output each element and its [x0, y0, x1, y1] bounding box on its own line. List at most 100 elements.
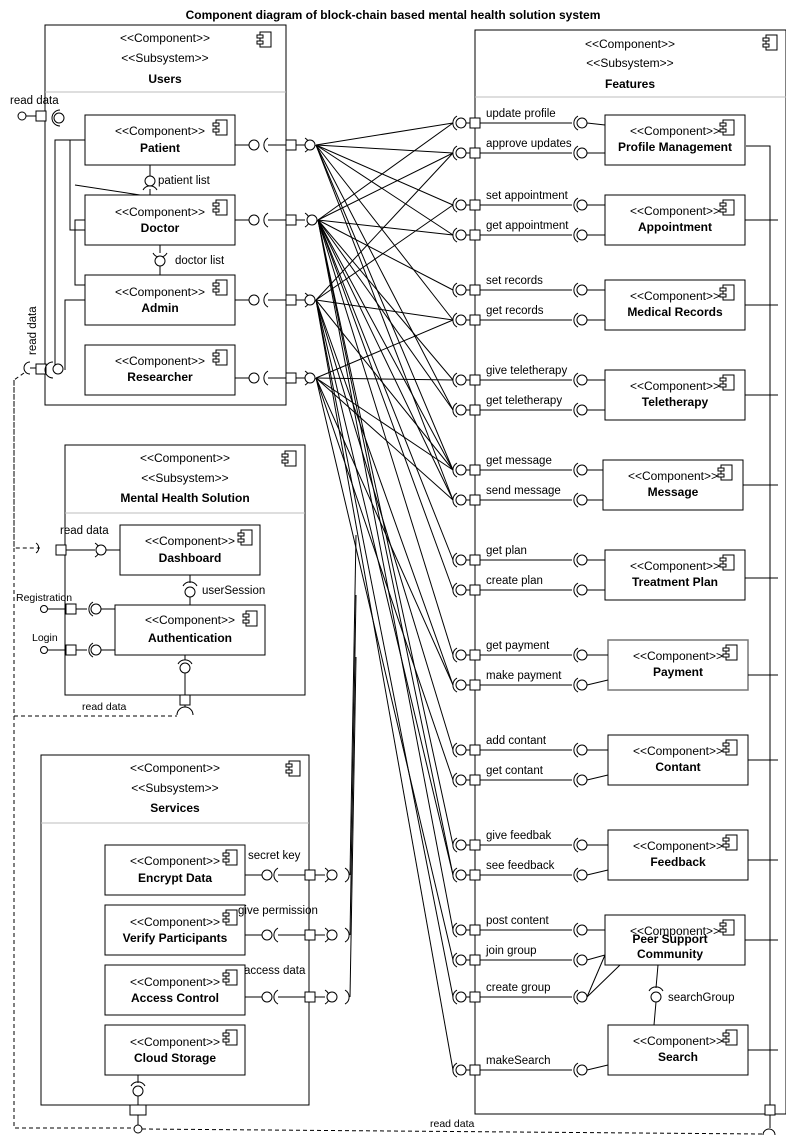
appointment-label: Appointment: [638, 220, 712, 234]
mental-health-subsystem[interactable]: <<Component>> <<Subsystem>> Mental Healt…: [16, 444, 306, 716]
component-icon: [237, 529, 253, 546]
medical-records-interface-2: get records: [452, 305, 605, 328]
cloud-storage-label: Cloud Storage: [134, 1051, 216, 1065]
dependency-link: [317, 122, 454, 221]
message-label: Message: [648, 485, 699, 499]
component-icon: [285, 760, 301, 777]
patient-component[interactable]: <<Component>> Patient: [84, 114, 236, 166]
users-subsystem[interactable]: <<Component>> <<Subsystem>> Users <<Comp…: [35, 24, 318, 406]
payment-interface-label-2: make payment: [486, 670, 562, 682]
give-permission-label: give permission: [238, 905, 318, 917]
services-subsystem[interactable]: <<Component>> <<Subsystem>> Services <<C…: [40, 754, 350, 1134]
dependency-link: [315, 144, 454, 236]
feedback-interface-label-2: see feedback: [486, 860, 555, 872]
dependency-link: [315, 377, 454, 781]
authentication-stereotype: <<Component>>: [145, 613, 235, 627]
encrypt-data-component[interactable]: <<Component>> Encrypt Data: [104, 844, 246, 896]
component-icon: [256, 31, 272, 48]
services-stereotype-component: <<Component>>: [130, 761, 220, 775]
contant-interface-2: get contant: [452, 765, 609, 788]
doctor-component[interactable]: <<Component>> Doctor: [84, 194, 236, 246]
dashboard-component[interactable]: <<Component>> Dashboard: [119, 524, 261, 576]
component-icon: [722, 739, 738, 756]
access-control-component[interactable]: <<Component>> Access Control: [104, 964, 246, 1016]
encrypt-data-label: Encrypt Data: [138, 871, 212, 885]
feedback-interface-label-1: give feedbak: [486, 830, 551, 842]
component-icon: [719, 554, 735, 571]
doctor-stereotype: <<Component>>: [115, 205, 205, 219]
service-link: [349, 594, 357, 936]
message-stereotype: <<Component>>: [628, 469, 718, 483]
registration-lollipop: [90, 603, 102, 615]
dependency-link: [315, 144, 454, 471]
auth-bottom-lollipop: [179, 662, 191, 674]
teletherapy-interface-1: give teletherapy: [452, 365, 605, 388]
dependency-link: [317, 219, 454, 236]
feedback-interface-1: give feedbak: [452, 830, 608, 853]
read-data-endpoint-top: [17, 111, 27, 121]
component-icon: [281, 450, 297, 467]
cloud-storage-component[interactable]: <<Component>> Cloud Storage: [104, 1024, 246, 1076]
read-data-label-top: read data: [10, 95, 59, 107]
treatment-plan-component[interactable]: <<Component>>Treatment Plan: [604, 549, 778, 601]
payment-interface-label-1: get payment: [486, 640, 550, 652]
search-interface-1: makeSearch: [452, 1055, 609, 1078]
payment-interface-1: get payment: [452, 640, 608, 663]
services-bottom-port: [129, 1104, 147, 1116]
dependency-link: [317, 219, 454, 656]
message-interface-label-1: get message: [486, 455, 552, 467]
contant-component[interactable]: <<Component>>Contant: [607, 734, 778, 786]
medical-records-component[interactable]: <<Component>>Medical Records: [604, 279, 778, 331]
encrypt-stereotype: <<Component>>: [130, 854, 220, 868]
search-component[interactable]: <<Component>>Search: [607, 1024, 778, 1076]
secret-key-port: [245, 867, 350, 883]
users-port-bottom: [35, 363, 47, 375]
dependency-link: [315, 144, 454, 411]
researcher-label: Researcher: [127, 370, 193, 384]
message-interface-label-2: send message: [486, 485, 561, 497]
profile-management-component[interactable]: <<Component>>Profile Management: [604, 114, 746, 166]
mhs-title: Mental Health Solution: [120, 491, 249, 505]
verify-participants-component[interactable]: <<Component>> Verify Participants: [104, 904, 246, 956]
appointment-interface-label-1: set appointment: [486, 190, 569, 202]
medical-records-interface-label-2: get records: [486, 305, 544, 317]
doctor-label: Doctor: [141, 221, 180, 235]
service-link: [349, 534, 357, 876]
patient-stereotype: <<Component>>: [115, 124, 205, 138]
dependency-link: [315, 299, 454, 686]
message-component[interactable]: <<Component>> Message: [602, 459, 778, 511]
profile-management-interface-label-2: approve updates: [486, 138, 572, 150]
component-icon: [212, 279, 228, 296]
treatment-plan-interface-1: get plan: [452, 545, 605, 568]
authentication-component[interactable]: <<Component>> Authentication: [114, 604, 266, 656]
researcher-component[interactable]: <<Component>> Researcher: [84, 344, 236, 396]
user-session-label: userSession: [202, 585, 265, 597]
teletherapy-component[interactable]: <<Component>>Teletherapy: [604, 369, 778, 421]
appointment-component[interactable]: <<Component>>Appointment: [604, 194, 778, 246]
doctor-list-label: doctor list: [175, 255, 225, 267]
component-icon: [212, 349, 228, 366]
peer-support-interface-2: join group: [452, 945, 606, 968]
payment-component[interactable]: <<Component>>Payment: [607, 639, 778, 691]
admin-component[interactable]: <<Component>> Admin: [84, 274, 236, 326]
contant-interface-label-1: add contant: [486, 735, 547, 747]
dependency-link: [317, 152, 454, 221]
researcher-stereotype: <<Component>>: [115, 354, 205, 368]
dependency-link: [317, 219, 454, 411]
teletherapy-interface-label-1: give teletherapy: [486, 365, 567, 377]
profile-management-label: Profile Management: [618, 140, 732, 154]
component-icon: [762, 34, 778, 51]
peer-support-interface-1: post content: [452, 915, 605, 938]
feedback-component[interactable]: <<Component>>Feedback: [607, 829, 778, 881]
treatment-plan-interface-label-2: create plan: [486, 575, 543, 587]
component-icon: [722, 834, 738, 851]
peer-support-interface-3: create group: [452, 954, 606, 1005]
mhs-read-data-bottom: read data: [82, 701, 127, 713]
access-stereotype: <<Component>>: [130, 975, 220, 989]
diagram-title: Component diagram of block-chain based m…: [186, 8, 601, 22]
dependency-link: [315, 144, 454, 501]
feedback-label: Feedback: [650, 855, 706, 869]
medical-records-interface-1: set records: [452, 275, 605, 298]
